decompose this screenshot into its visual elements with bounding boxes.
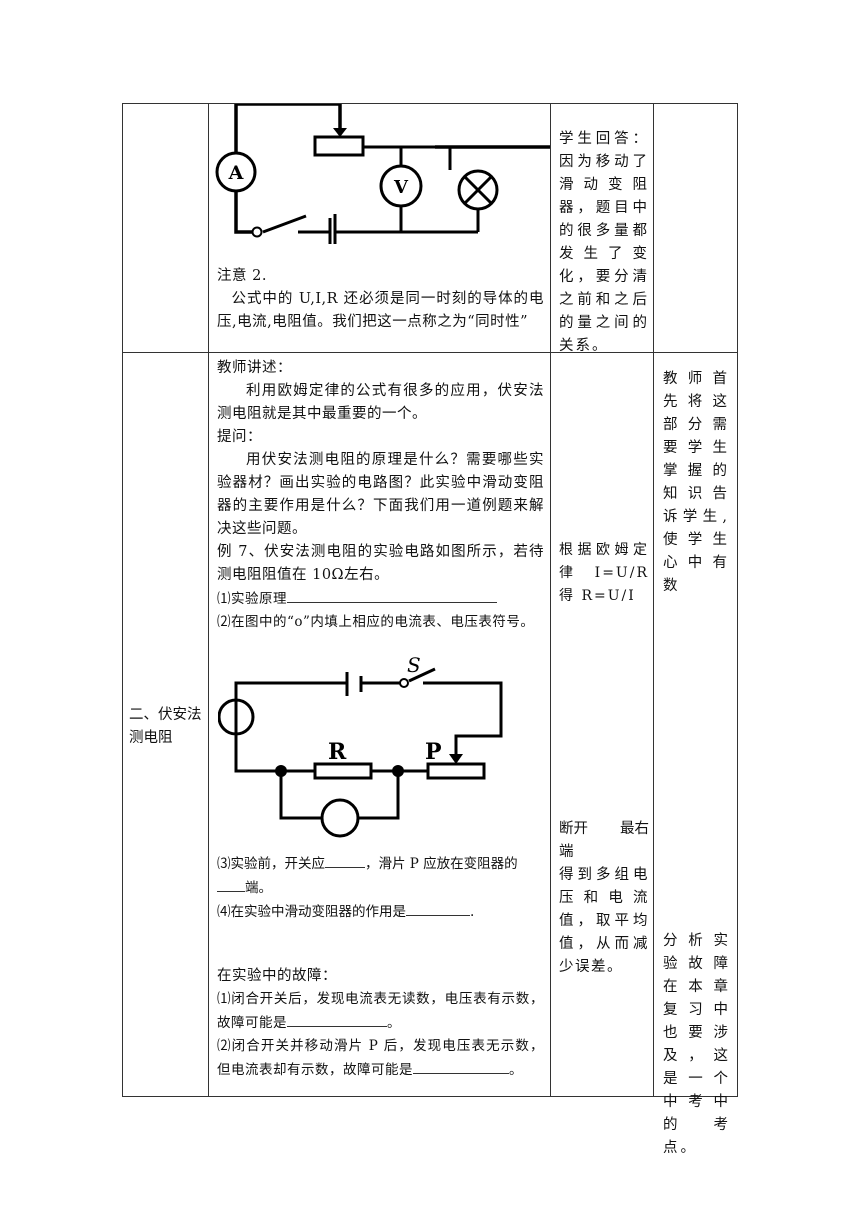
fault-1-end: 。 [387,1015,401,1031]
answer-blank [287,1011,387,1027]
q3-text-a: ⑶实验前，开关应 [217,856,325,872]
question-text: 用伏安法测电阻的原理是什么？需要哪些实验器材？画出实验的电路图？此实验中滑动变阻… [217,452,544,537]
resistor-label: R [328,739,347,765]
row1-content-cell: A V 注意 2. 公式中的 U,I,R 还必须是同一时刻的导体的电压,电流,电… [209,104,550,352]
lesson-questions-block: ⑶实验前，开关应 ，滑片 P 应放在变阻器的 端。 ⑷在实验中滑动变阻器的作用是. [217,852,544,924]
fault-2-text: ⑵闭合开关并移动滑片 P 后，发现电压表无示数，但电流表却有示数，故障可能是 [217,1038,544,1078]
section-title: 二、伏安法测电阻 [129,707,202,746]
fault-1-text: ⑴闭合开关后，发现电流表无读数，电压表有示数，故障可能是 [217,991,544,1031]
lesson-text-block: 教师讲述： 利用欧姆定律的公式有很多的应用，伏安法测电阻就是其中最重要的一个。 … [217,357,544,634]
answer-end-b: 端 [559,844,574,860]
question-label: 提问： [217,429,262,445]
teacher-note-1: 教师首先将这部分需要学生掌握的知识告诉学生,使学生心中有数 [663,371,731,594]
example-text: 例 7、伏安法测电阻的实验电路如图所示，若待测电阻阻值在 10Ω左右。 [217,544,544,583]
fault-block: 在实验中的故障： ⑴闭合开关后，发现电流表无读数，电压表有示数，故障可能是。 ⑵… [217,965,544,1082]
voltmeter-label: V [393,177,409,198]
q3-text-b: ，滑片 P 应放在变阻器的 [365,856,518,872]
q1-text: ⑴实验原理 [217,591,287,607]
answer-blank [325,852,365,868]
column-divider [550,104,551,1096]
answer-switch: 断开 [559,821,588,837]
teacher-text: 利用欧姆定律的公式有很多的应用，伏安法测电阻就是其中最重要的一个。 [217,383,544,422]
column-divider [208,104,209,1096]
answer-blank [287,587,497,603]
answer-role: 得到多组电压和电流值，取平均值，从而减少误差。 [559,867,649,975]
slider-label: P [425,739,442,765]
teacher-intro: 教师讲述： [217,360,292,376]
answer-blank [406,900,470,916]
teacher-note-2: 分析实验故障在本章复习中也要涉及，这是一个中考中的考点。 [663,933,731,1156]
circuit-diagram-2: S R P [218,656,503,838]
note-title: 注意 2. [217,268,267,284]
circuit-diagram-1: A V [215,104,550,244]
q2-text: ⑵在图中的“o”内填上相应的电流表、电压表符号。 [217,614,535,630]
ammeter-label: A [228,162,244,184]
answer-switch-block: 断开 最右 端 [559,818,649,864]
answer-blank [413,1058,509,1074]
q4-text-b: . [470,904,475,920]
q4-text-a: ⑷在实验中滑动变阻器的作用是 [217,904,406,920]
fault-2-end: 。 [509,1062,523,1078]
q3-text-c: 端。 [245,880,272,896]
column-divider [653,104,654,1096]
switch-label: S [407,656,421,677]
answer-blank [217,876,245,892]
note-text: 公式中的 U,I,R 还必须是同一时刻的导体的电压,电流,电阻值。我们把这一点称… [217,291,544,330]
answer-end-a: 最右 [620,821,649,837]
student-answer: 学生回答：因为移动了滑动变阻器，题目中的很多量都发生了变化，要分清之前和之后的量… [559,131,649,354]
answer-principle: 根据欧姆定律 I=U/R 得 R=U/I [559,542,649,604]
lesson-table: A V 注意 2. 公式中的 U,I,R 还必须是同一时刻的导体的电压,电流,电… [122,103,738,1156]
row-divider [123,352,737,353]
fault-title: 在实验中的故障： [217,968,337,984]
